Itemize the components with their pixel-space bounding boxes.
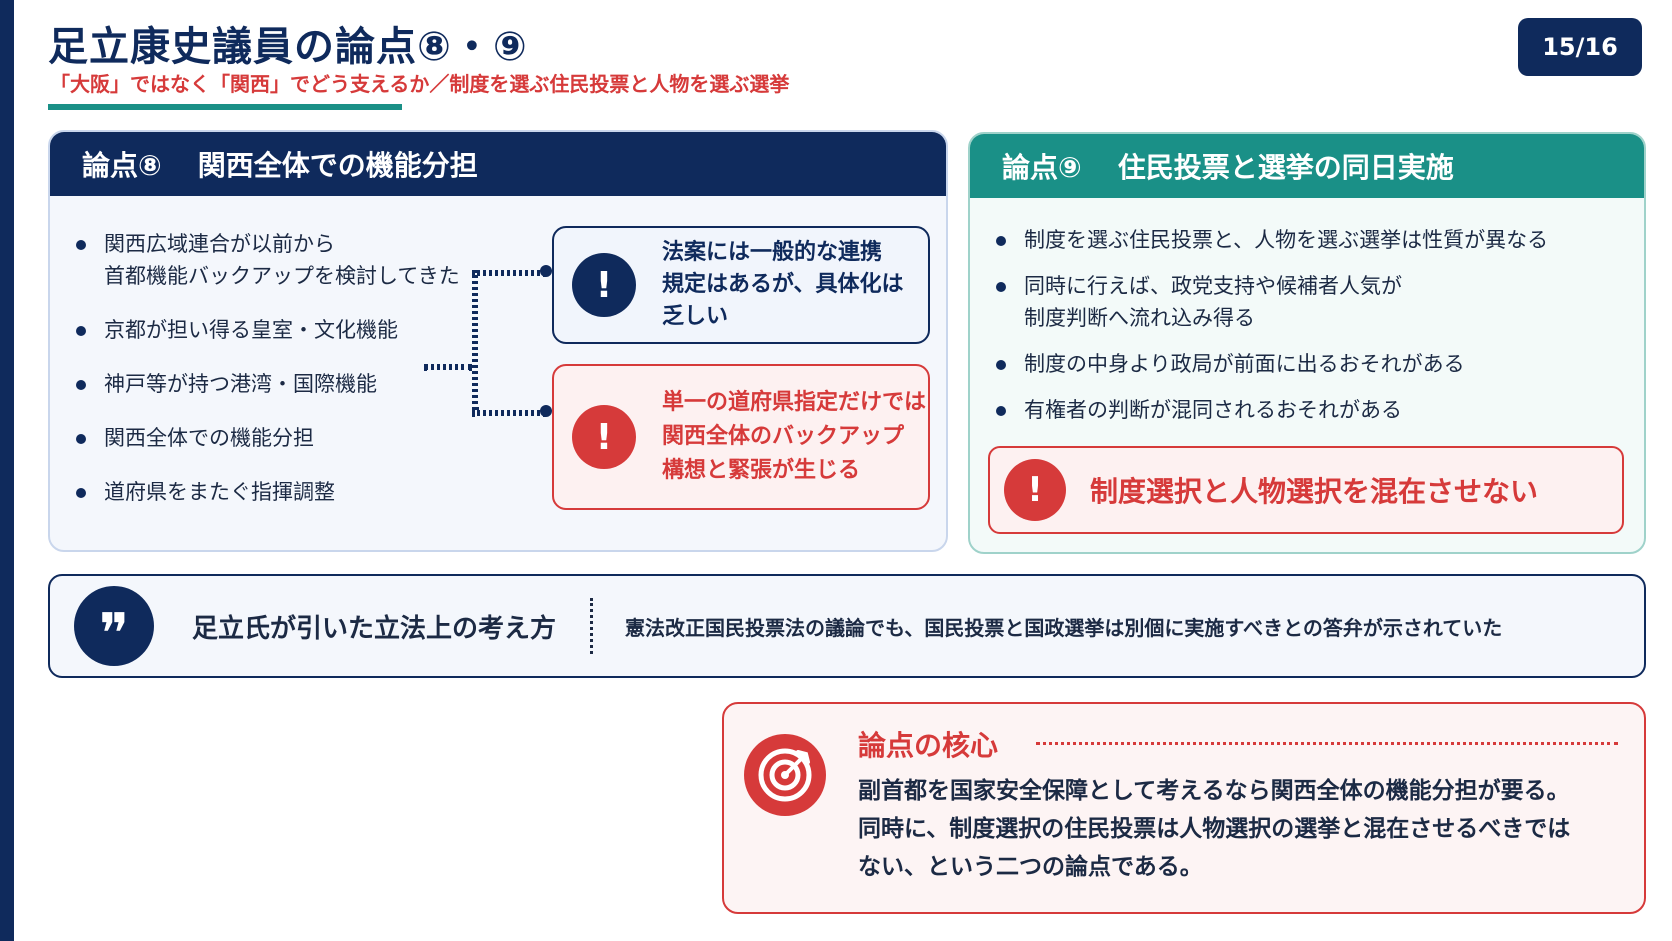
issue-8-number: 論点⑧ [82, 149, 162, 182]
issue-9-bullet-list: 制度を選ぶ住民投票と、人物を選ぶ選挙は性質が異なる 同時に行えば、政党支持や候補… [996, 224, 1548, 440]
connector-vertical [472, 270, 478, 410]
connector-from-bullet [424, 364, 472, 370]
issue-8-card: 論点⑧ 関西全体での機能分担 関西広域連合が以前から 首都機能バックアップを検討… [48, 130, 948, 552]
quote-divider [590, 598, 594, 654]
page-number-badge: 15/16 [1518, 18, 1642, 76]
issue-8-title: 関西全体での機能分担 [197, 149, 478, 182]
quote-text: 憲法改正国民投票法の議論でも、国民投票と国政選挙は別個に実施すべきとの答弁が示さ… [625, 615, 1503, 640]
exclamation-icon: ! [572, 253, 636, 317]
list-item: 神戸等が持つ港湾・国際機能 [76, 368, 460, 400]
connector-dot [540, 405, 552, 417]
page-title: 足立康史議員の論点⑧・⑨ [48, 24, 528, 70]
exclamation-icon: ! [572, 405, 636, 469]
connector-to-blue [472, 270, 546, 276]
left-accent-rail [0, 0, 14, 941]
list-item: 制度を選ぶ住民投票と、人物を選ぶ選挙は性質が異なる [996, 224, 1548, 256]
callout-no-mixing: ! 制度選択と人物選択を混在させない [988, 446, 1624, 534]
list-item: 関西広域連合が以前から 首都機能バックアップを検討してきた [76, 228, 460, 292]
core-title-dotted-rule [1036, 742, 1618, 745]
connector-dot [540, 265, 552, 277]
core-title: 論点の核心 [858, 729, 999, 762]
core-body: 副首都を国家安全保障として考えるなら関西全体の機能分担が要る。 同時に、制度選択… [858, 778, 1571, 880]
list-item: 制度の中身より政局が前面に出るおそれがある [996, 348, 1548, 380]
quote-title: 足立氏が引いた立法上の考え方 [192, 613, 557, 644]
issue-9-number: 論点⑨ [1002, 151, 1082, 184]
issue-9-card: 論点⑨ 住民投票と選挙の同日実施 制度を選ぶ住民投票と、人物を選ぶ選挙は性質が異… [968, 132, 1646, 554]
callout-tension-warning: ! 単一の道府県指定だけでは 関西全体のバックアップ 構想と緊張が生じる [552, 364, 930, 510]
list-item: 道府県をまたぐ指揮調整 [76, 476, 460, 508]
exclamation-icon: ! [1004, 459, 1066, 521]
list-item: 関西全体での機能分担 [76, 422, 460, 454]
quote-icon: ❞ [74, 586, 154, 666]
core-point-box: 論点の核心 副首都を国家安全保障として考えるなら関西全体の機能分担が要る。 同時… [722, 702, 1646, 914]
title-underline [48, 104, 402, 110]
list-item: 同時に行えば、政党支持や候補者人気が 制度判断へ流れ込み得る [996, 270, 1548, 334]
list-item: 有権者の判断が混同されるおそれがある [996, 394, 1548, 426]
issue-9-header: 論点⑨ 住民投票と選挙の同日実施 [970, 134, 1644, 198]
issue-9-title: 住民投票と選挙の同日実施 [1117, 151, 1454, 184]
target-icon [744, 734, 826, 816]
issue-8-bullet-list: 関西広域連合が以前から 首都機能バックアップを検討してきた 京都が担い得る皇室・… [76, 228, 460, 530]
connector-to-red [472, 410, 546, 416]
page-subtitle: 「大阪」ではなく「関西」でどう支えるか／制度を選ぶ住民投票と人物を選ぶ選挙 [50, 72, 790, 96]
list-item: 京都が担い得る皇室・文化機能 [76, 314, 460, 346]
issue-8-header: 論点⑧ 関西全体での機能分担 [50, 132, 946, 196]
legislative-reasoning-bar: ❞ 足立氏が引いた立法上の考え方 憲法改正国民投票法の議論でも、国民投票と国政選… [48, 574, 1646, 678]
callout-general-provision: ! 法案には一般的な連携 規定はあるが、具体化は 乏しい [552, 226, 930, 344]
